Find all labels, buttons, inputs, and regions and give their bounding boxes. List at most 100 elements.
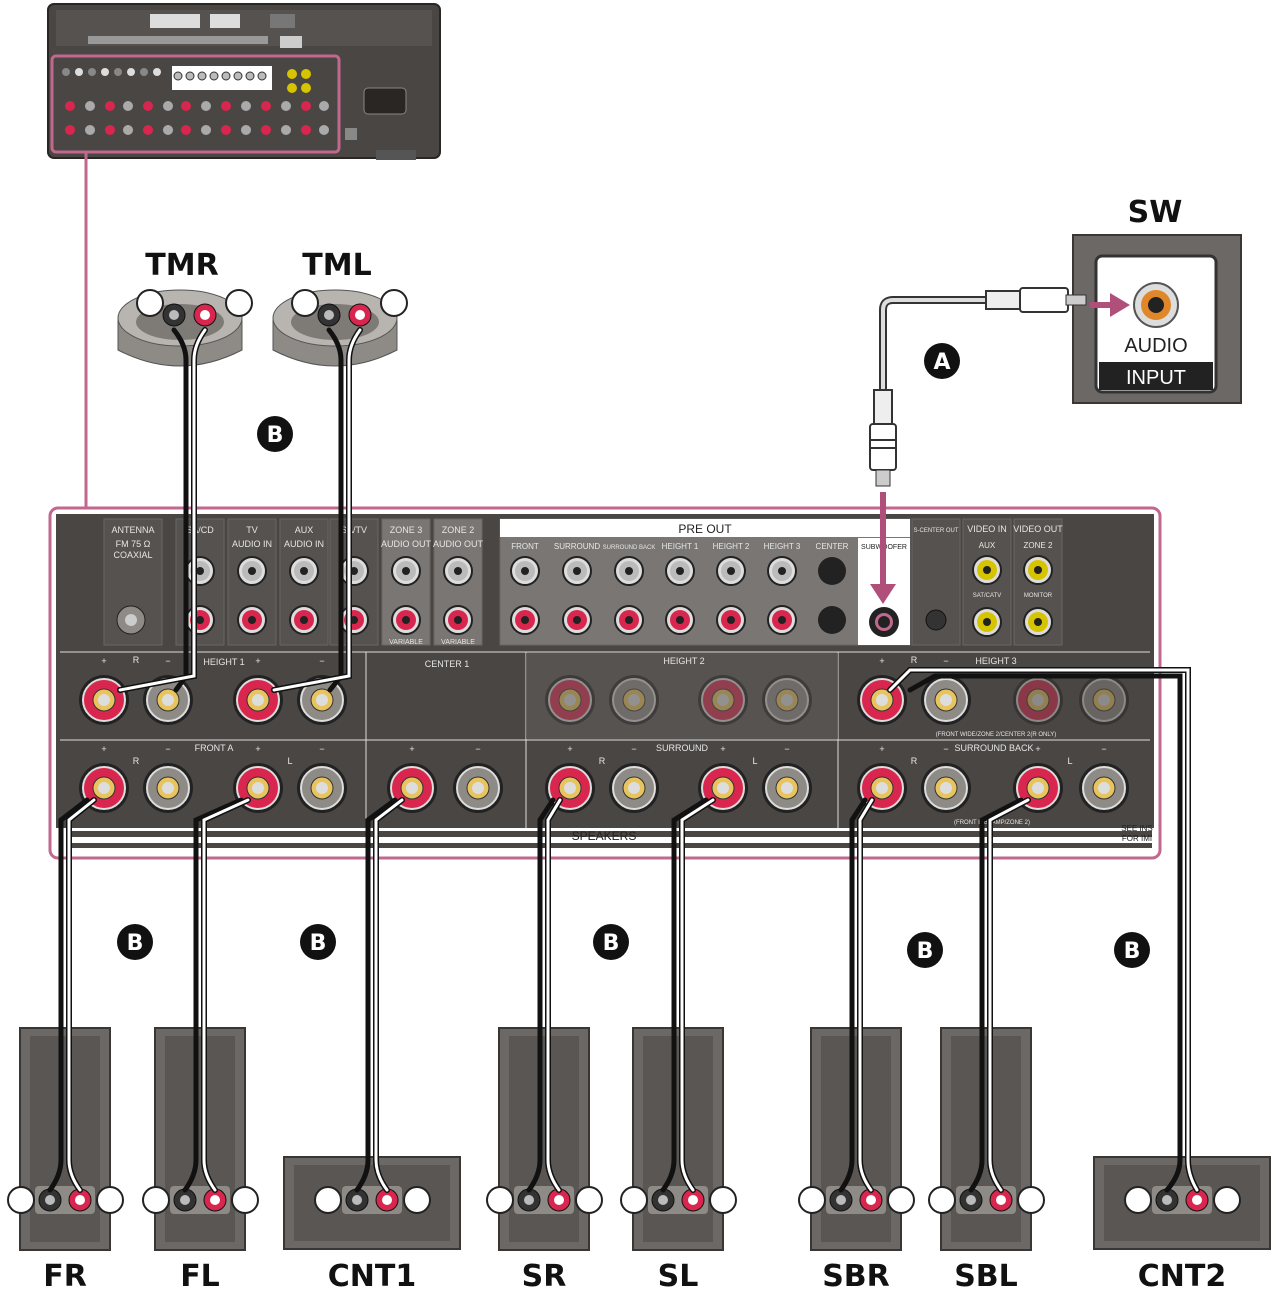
surround-back-label: SURROUND BACK xyxy=(954,743,1033,753)
terminal-upper-10-base xyxy=(1013,675,1063,725)
speaker-sbl-plus-text: + xyxy=(1022,1189,1040,1214)
speaker-tml-plus-text: + xyxy=(385,292,403,317)
see-ins-label: SEE INS xyxy=(1121,824,1153,833)
pre-front-label: FRONT xyxy=(511,542,539,551)
sw-input-label: INPUT xyxy=(1126,367,1186,389)
speaker-cnt1-minus-text: − xyxy=(319,1189,337,1214)
speaker-cnt2-neg-pin xyxy=(1162,1195,1172,1205)
rca-jacks xyxy=(185,555,1053,637)
polarity-mark: − xyxy=(165,744,170,754)
pre-out-label: PRE OUT xyxy=(678,522,732,536)
terminal-lower-0-hole xyxy=(98,782,110,794)
thumb-terminal xyxy=(319,101,329,111)
speaker-sbl-label: SBL xyxy=(954,1259,1018,1294)
zone2-l-jack-pin xyxy=(454,567,462,575)
terminal-upper-9-hole xyxy=(940,694,952,706)
speaker-sl-plus-text: + xyxy=(714,1189,732,1214)
terminal-upper-10 xyxy=(1013,675,1063,725)
terminal-upper-2-hole xyxy=(252,694,264,706)
speaker-fl-minus-sign xyxy=(142,1186,170,1214)
polarity-mark: + xyxy=(879,656,884,666)
speaker-fr-label: FR xyxy=(43,1259,87,1294)
speaker-cnt2-plus-text: + xyxy=(1218,1189,1236,1214)
terminal-upper-11-hole xyxy=(1098,694,1110,706)
thumb-jack xyxy=(257,71,267,81)
pre-front-r-jack-pin xyxy=(521,616,529,624)
thumb-terminal xyxy=(65,125,75,135)
pre-surround-back-label: SURROUND BACK xyxy=(603,545,656,551)
speaker-cnt2-plus-sign xyxy=(1213,1186,1241,1214)
speaker-tml-neg-pin xyxy=(324,310,334,320)
thumb-terminal xyxy=(201,125,211,135)
subwoofer-box: SW AUDIO INPUT xyxy=(1072,195,1242,404)
badge-b-1-text: B xyxy=(267,423,284,448)
thumb-jack xyxy=(233,71,243,81)
speaker-sbr-plus-text: + xyxy=(892,1189,910,1214)
terminal-lower-7 xyxy=(609,763,659,813)
badge-b-4-text: B xyxy=(603,931,620,956)
terminal-upper-7-base xyxy=(762,675,812,725)
thumb-terminal xyxy=(261,125,271,135)
speaker-sl-plus-sign xyxy=(709,1186,737,1214)
pre-h2-r-jack-pin xyxy=(727,616,735,624)
terminal-upper-3-hole xyxy=(316,694,328,706)
speaker-tml-plus-sign xyxy=(380,289,408,317)
antenna-label: ANTENNA xyxy=(111,525,154,535)
cable-cnt1-neg xyxy=(354,797,398,1193)
aux-l-jack-pin xyxy=(300,567,308,575)
badge-b-6-text: B xyxy=(1124,939,1141,964)
thumb-terminal xyxy=(123,101,133,111)
terminal-lower-10-hole xyxy=(876,782,888,794)
speaker-cnt1: −+CNT1 xyxy=(283,1156,461,1294)
speaker-tml-label: TML xyxy=(302,248,371,283)
thumb-jack xyxy=(88,68,96,76)
height3-note: (FRONT WIDE/ZONE 2/CENTER 2(R ONLY) xyxy=(936,732,1056,738)
thumb-terminal xyxy=(163,125,173,135)
sat-cd-l-jack-pin xyxy=(196,567,204,575)
cable-cnt2-neg xyxy=(907,673,1183,1193)
thumb-terminal xyxy=(85,101,95,111)
speaker-cnt1-plus-text: + xyxy=(408,1189,426,1214)
height2-label: HEIGHT 2 xyxy=(663,656,704,666)
zone2-sub-label: AUDIO OUT xyxy=(433,539,484,549)
tv-label: TV xyxy=(246,525,258,535)
speaker-tml-minus-text: − xyxy=(296,292,314,317)
pre-center-jack-2 xyxy=(818,606,846,634)
polarity-mark: − xyxy=(1101,744,1106,754)
speaker-sr-minus-text: − xyxy=(491,1189,509,1214)
terminal-upper-2 xyxy=(233,675,283,725)
thumb-jack xyxy=(62,68,70,76)
terminal-lower-10 xyxy=(857,763,907,813)
thumb-video-jack xyxy=(287,69,297,79)
terminal-lower-2-hole xyxy=(252,782,264,794)
terminal-upper-4-base xyxy=(545,675,595,725)
polarity-mark: − xyxy=(475,744,480,754)
video-in-satcatv-label: SAT/CATV xyxy=(973,593,1001,599)
pre-h2-l-jack-pin xyxy=(727,567,735,575)
terminal-upper-0 xyxy=(79,675,129,725)
zone2-r-jack-pin xyxy=(454,616,462,624)
polarity-mark: + xyxy=(101,744,106,754)
terminal-upper-6-ring xyxy=(711,688,735,712)
rear-panel: ANTENNA FM 75 Ω COAXIAL SA/CD TV AUDIO I… xyxy=(48,506,1162,860)
cable-fr-neg xyxy=(47,797,90,1193)
terminal-upper-8-hole xyxy=(876,694,888,706)
terminal-upper-6-base xyxy=(698,675,748,725)
channel-mark: L xyxy=(287,756,292,766)
arrow-to-subwoofer-out xyxy=(870,584,896,604)
speaker-sbl-minus-text: − xyxy=(933,1189,951,1214)
polarity-mark: + xyxy=(101,656,106,666)
speaker-fr-minus-text: − xyxy=(12,1189,30,1214)
speaker-tmr-plus-text: + xyxy=(230,292,248,317)
speaker-fr: −+FR xyxy=(7,1027,124,1294)
front-a-label: FRONT A xyxy=(195,743,234,753)
terminal-upper-10-hole xyxy=(1032,694,1044,706)
polarity-mark: − xyxy=(165,656,170,666)
thumb-video-jack xyxy=(301,69,311,79)
thumb-terminal xyxy=(163,101,173,111)
for-imp-label: FOR IMI xyxy=(1122,834,1152,843)
connection-arrows xyxy=(870,293,1130,604)
video-out-monitor-jack-pin xyxy=(1034,618,1042,626)
cable-sl-pos xyxy=(680,798,715,1192)
terminal-lower-13-hole xyxy=(1098,782,1110,794)
